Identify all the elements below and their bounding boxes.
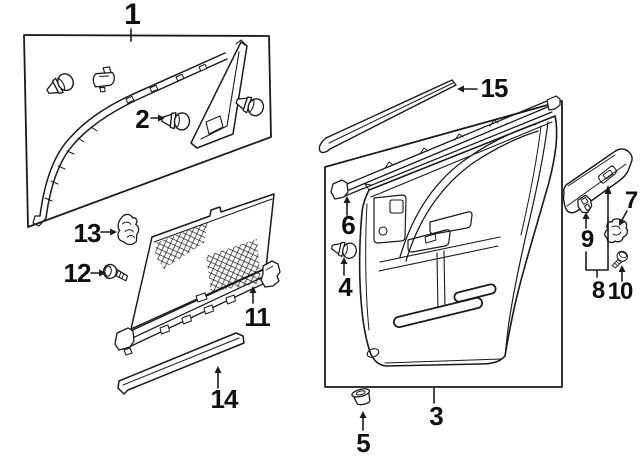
clip-9 xyxy=(577,194,593,214)
callout-14-label: 14 xyxy=(210,384,239,414)
part-1-box-outline xyxy=(23,34,272,228)
quarter-pillar-garnish-drawing xyxy=(190,39,248,149)
sill-garnish-drawing xyxy=(117,332,245,395)
callout-7-label: 7 xyxy=(624,187,638,214)
callout-15-label: 15 xyxy=(480,73,509,103)
clip-2 xyxy=(160,110,192,132)
clip-4 xyxy=(329,238,359,261)
switch-panel-garnish-drawing xyxy=(562,148,633,214)
callout-2-label: 2 xyxy=(135,104,150,134)
callout-leaders xyxy=(90,28,628,431)
screw-12 xyxy=(101,262,130,282)
callout-8-bracket xyxy=(585,191,609,278)
part-3-box-outline xyxy=(324,100,563,388)
callout-11-label: 11 xyxy=(244,302,270,332)
push-clip-a xyxy=(43,70,77,100)
clip-13 xyxy=(117,213,140,246)
grommet-5 xyxy=(351,388,371,406)
sunshade-rail-drawing xyxy=(114,260,281,356)
callout-1-label: 1 xyxy=(124,0,141,31)
callout-7-leader xyxy=(621,210,628,221)
callout-12-label: 12 xyxy=(63,258,92,288)
door-trim-panel-drawing xyxy=(358,115,558,367)
roof-side-molding-drawing xyxy=(32,52,228,227)
callout-4-label: 4 xyxy=(338,272,353,302)
callout-5-label: 5 xyxy=(356,428,371,458)
callout-10-label: 10 xyxy=(607,278,634,305)
wing-clip-b xyxy=(92,66,115,93)
callout-9-label: 9 xyxy=(580,226,594,253)
callout-6-label: 6 xyxy=(341,210,356,240)
clip-7 xyxy=(604,218,629,244)
sunshade-panel-drawing xyxy=(130,193,275,330)
door-belt-rail-drawing xyxy=(330,95,561,200)
belt-molding-15-drawing xyxy=(318,79,457,154)
callout-3-label: 3 xyxy=(429,401,444,431)
callout-8-label: 8 xyxy=(591,277,605,304)
screw-10 xyxy=(611,249,630,272)
callout-13-label: 13 xyxy=(73,218,102,248)
